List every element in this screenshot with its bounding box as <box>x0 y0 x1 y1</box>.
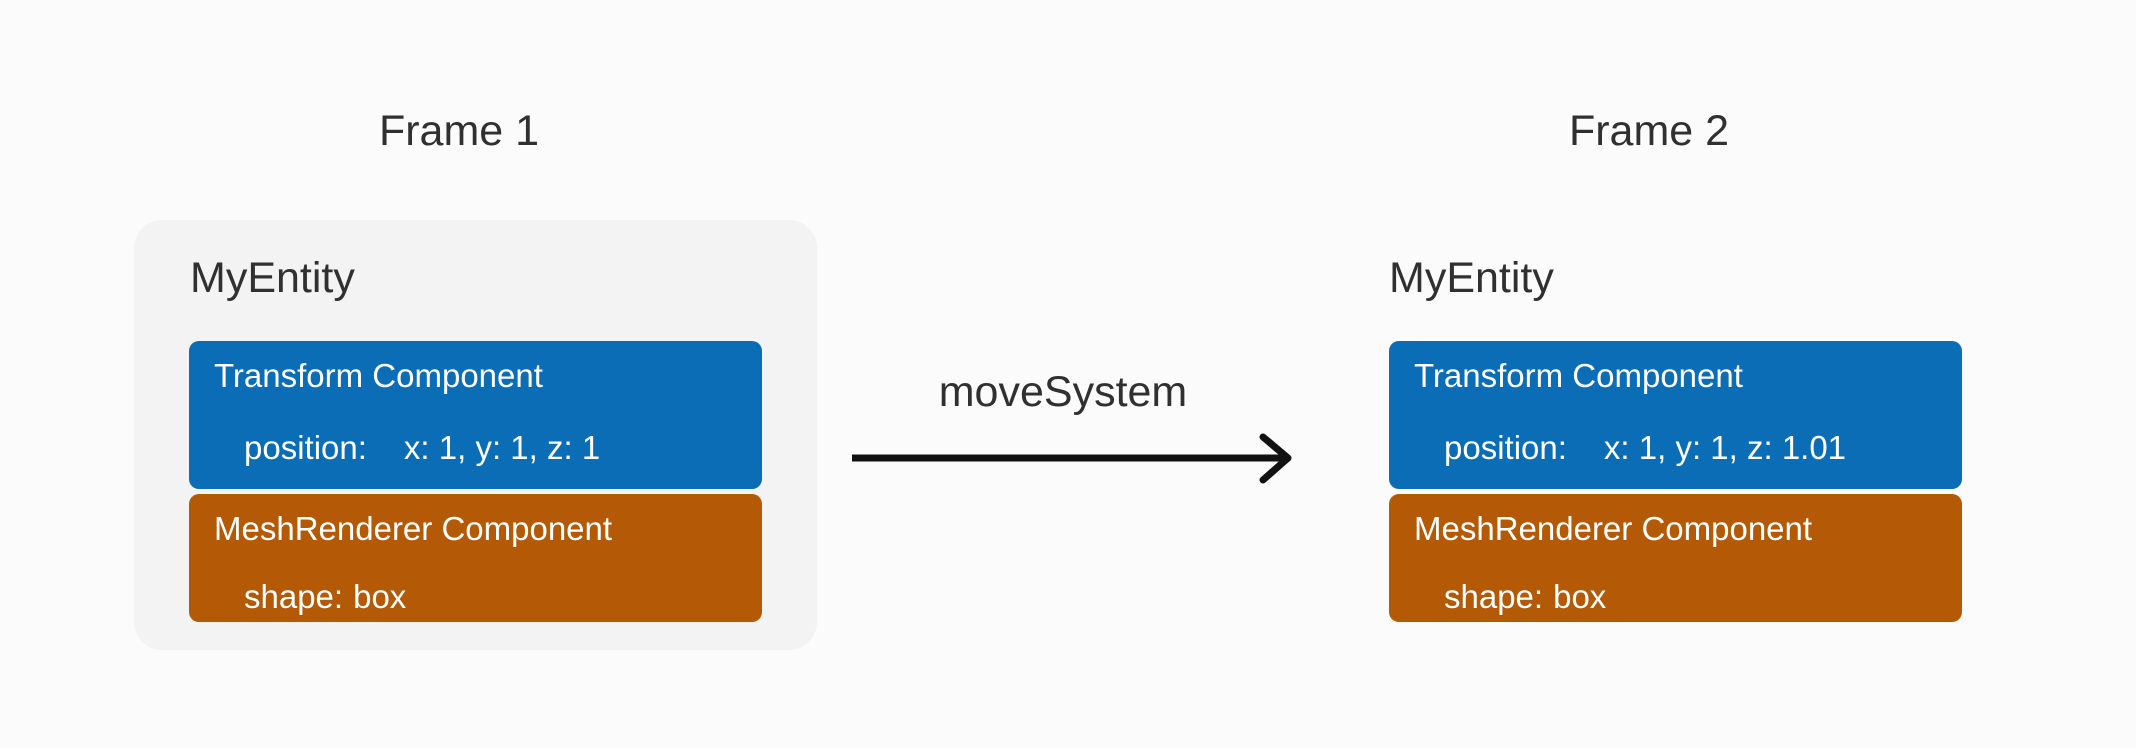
meshrenderer-component-title: MeshRenderer Component <box>1414 510 1813 547</box>
transform-component-frame1: Transform Component position: x: 1, y: 1… <box>189 341 762 489</box>
shape-label: shape: <box>244 578 344 615</box>
shape-value: box <box>1553 578 1607 615</box>
position-label: position: <box>1444 429 1567 466</box>
transform-component-title: Transform Component <box>214 357 543 394</box>
transform-position-row: position: x: 1, y: 1, z: 1.01 <box>1444 428 1846 468</box>
meshrenderer-component-frame1: MeshRenderer Component shape: box <box>189 494 762 622</box>
meshrenderer-shape-row: shape: box <box>244 577 406 617</box>
entity-name-frame2: MyEntity <box>1389 254 1554 302</box>
meshrenderer-component-title: MeshRenderer Component <box>214 510 613 547</box>
position-label: position: <box>244 429 367 466</box>
position-value: x: 1, y: 1, z: 1.01 <box>1603 429 1847 466</box>
meshrenderer-component-frame2: MeshRenderer Component shape: box <box>1389 494 1962 622</box>
shape-value: box <box>353 578 407 615</box>
transform-component-frame2: Transform Component position: x: 1, y: 1… <box>1389 341 1962 489</box>
position-value: x: 1, y: 1, z: 1 <box>403 429 601 466</box>
move-system-label: moveSystem <box>938 368 1188 416</box>
meshrenderer-shape-row: shape: box <box>1444 577 1606 617</box>
frame2-title: Frame 2 <box>1568 107 1730 155</box>
shape-label: shape: <box>1444 578 1544 615</box>
transform-component-title: Transform Component <box>1414 357 1743 394</box>
transform-position-row: position: x: 1, y: 1, z: 1 <box>244 428 600 468</box>
entity-name-frame1: MyEntity <box>190 254 355 302</box>
arrow-right-icon <box>852 433 1292 484</box>
frame1-title: Frame 1 <box>378 107 540 155</box>
